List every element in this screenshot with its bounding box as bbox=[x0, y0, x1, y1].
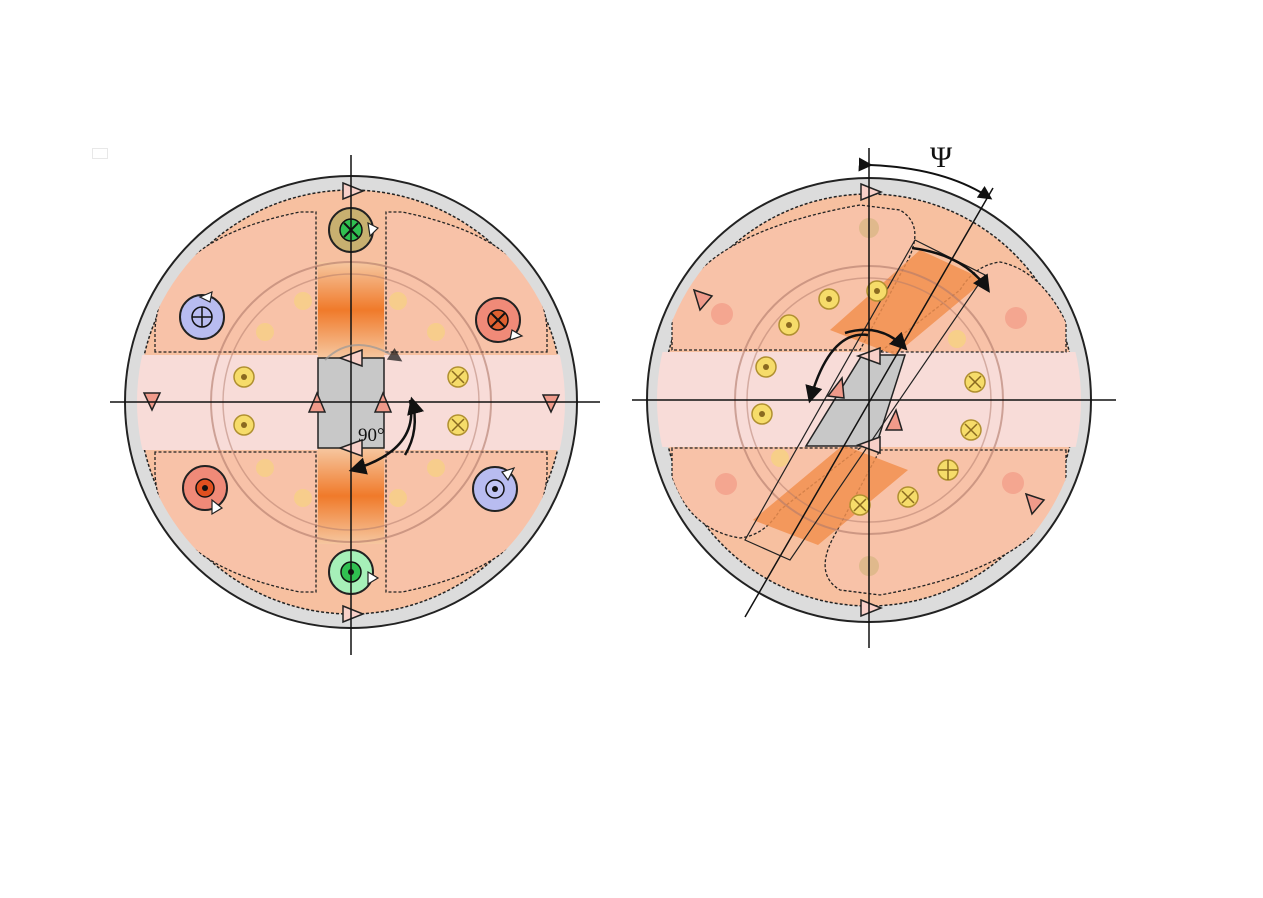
rotation-arrow-icon bbox=[805, 333, 869, 404]
triangle-arrow-icon bbox=[1024, 492, 1046, 516]
triangle-arrow-icon bbox=[342, 604, 366, 624]
corner-mark bbox=[92, 148, 108, 159]
left-lobe-top-left bbox=[154, 211, 317, 353]
triangle-arrow-icon bbox=[860, 598, 884, 618]
left-lobe-top-right bbox=[385, 211, 548, 353]
right-lobe-top-right bbox=[878, 261, 1067, 353]
triangle-arrow-icon bbox=[342, 181, 366, 201]
coil-right-red bbox=[475, 297, 521, 343]
rotation-arrow-icon bbox=[844, 328, 908, 351]
coil-left-blue bbox=[179, 294, 225, 340]
triangle-arrow-icon bbox=[826, 376, 845, 399]
coil-bottom-left-red bbox=[182, 465, 228, 511]
rotation-arrow-icon bbox=[324, 344, 403, 362]
rotation-arrow-icon bbox=[911, 246, 990, 293]
left-coil-triangles bbox=[198, 221, 524, 586]
left-axes bbox=[110, 155, 600, 655]
triangle-arrow-icon bbox=[541, 394, 561, 414]
left-diagram: 90° bbox=[110, 155, 600, 655]
right-marker-group bbox=[711, 218, 1027, 576]
left-lobe-bottom-right bbox=[385, 451, 548, 593]
left-marker-group bbox=[233, 292, 469, 507]
psi-angle-arrow bbox=[858, 157, 993, 200]
left-lobe-bottom-left bbox=[154, 451, 317, 593]
right-diagram: Ψ bbox=[632, 141, 1116, 648]
rotation-arrow-icon bbox=[403, 396, 425, 456]
triangle-arrow-icon bbox=[884, 407, 904, 431]
right-angle-label: Ψ bbox=[930, 141, 953, 174]
left-angle-label: 90° bbox=[358, 425, 385, 446]
triangle-arrow-icon bbox=[692, 288, 714, 312]
